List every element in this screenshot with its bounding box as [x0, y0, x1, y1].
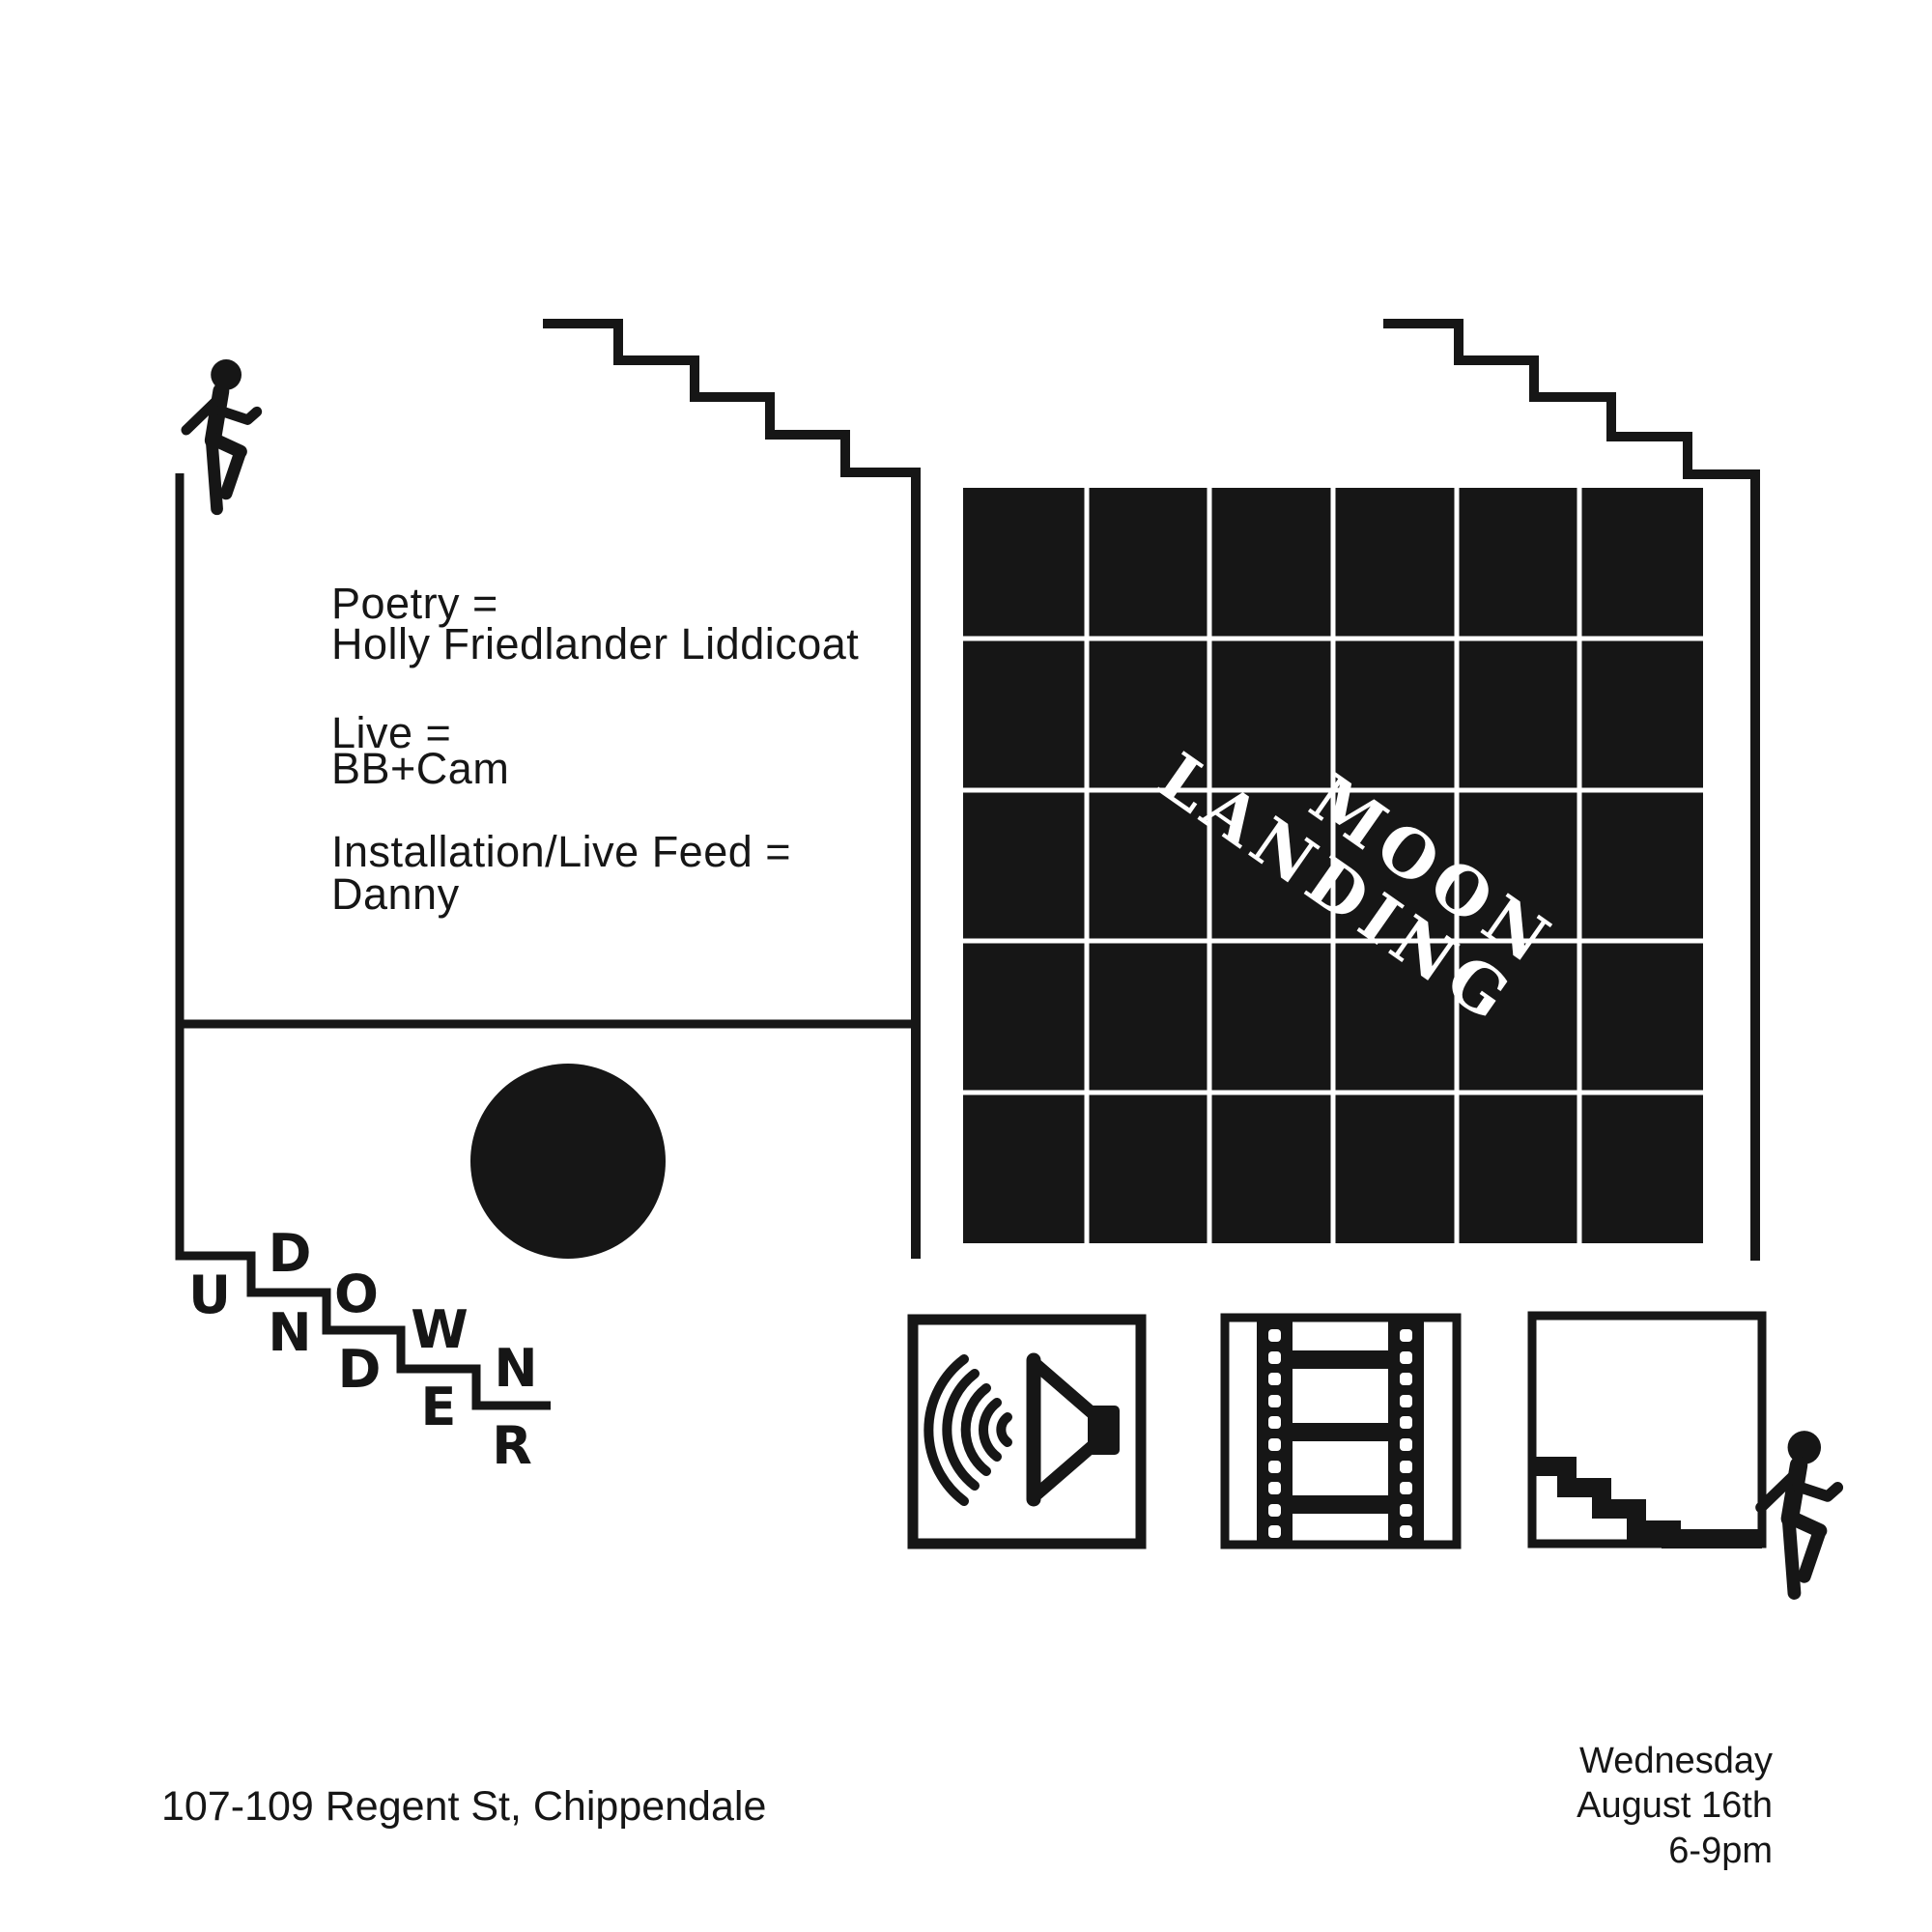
down-under-letter: U	[188, 1264, 231, 1325]
venue-address: 107-109 Regent St, Chippendale	[161, 1783, 767, 1830]
film-strip-icon	[1220, 1313, 1462, 1549]
sprocket-holes	[1268, 1329, 1412, 1538]
event-date: August 16th	[1577, 1785, 1773, 1827]
event-day: Wednesday	[1579, 1741, 1773, 1781]
climbing-person-icon	[186, 359, 257, 509]
right-staircase-outline	[1383, 319, 1760, 1261]
credit-name-poetry: Holly Friedlander Liddicoat	[331, 619, 860, 668]
down-under-letter: N	[268, 1302, 312, 1363]
down-under-letter: R	[492, 1415, 532, 1476]
down-under-staircase	[175, 473, 551, 1410]
moon-grid	[963, 488, 1703, 1243]
event-time: 6-9pm	[1668, 1830, 1773, 1871]
stairs-icon	[1527, 1311, 1837, 1593]
credit-role-live: Live =	[331, 708, 452, 757]
down-under-letter: D	[268, 1223, 312, 1284]
credit-role-poetry: Poetry =	[331, 579, 498, 628]
sound-waves	[923, 1354, 1012, 1506]
left-staircase-outline	[543, 319, 921, 1259]
credit-name-installation: Danny	[331, 869, 460, 919]
credit-role-installation: Installation/Live Feed =	[331, 827, 792, 876]
down-under-letter: O	[334, 1264, 379, 1324]
credit-name-live: BB+Cam	[331, 744, 510, 793]
event-datetime: Wednesday August 16th 6-9pm	[1512, 1739, 1773, 1873]
down-under-letter: E	[420, 1377, 457, 1437]
black-circle-graphic	[470, 1064, 666, 1259]
down-under-letter: W	[411, 1299, 469, 1360]
down-under-letter: N	[494, 1338, 538, 1399]
descending-person-icon	[1761, 1431, 1837, 1593]
down-under-letter: D	[337, 1339, 382, 1400]
speaker-icon	[907, 1314, 1147, 1549]
